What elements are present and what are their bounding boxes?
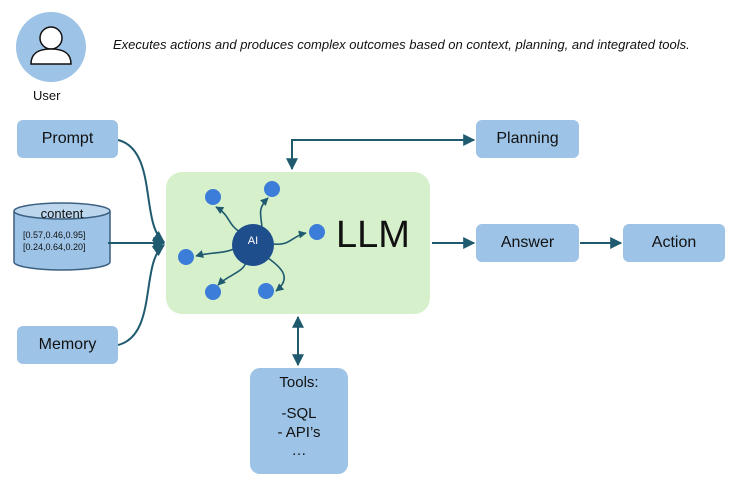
llm-planning-arrow: [286, 134, 476, 171]
ai-spoke: [259, 197, 269, 231]
diagram-caption: Executes actions and produces complex ou…: [113, 37, 690, 52]
ai-spoke: [267, 257, 285, 292]
ai-node: [264, 181, 280, 197]
ai-spoke: [217, 261, 247, 286]
ai-spoke: [273, 230, 307, 246]
answer-box: Answer: [476, 224, 579, 262]
user-icon: [16, 12, 86, 82]
prompt-to-llm-arrow: [117, 139, 165, 243]
tools-box: Tools: -SQL - API’s …: [250, 368, 348, 474]
content-title: content: [40, 206, 84, 221]
memory-to-llm-arrow: [117, 244, 165, 346]
tools-item-sql: -SQL: [281, 404, 317, 422]
ai-core: [232, 224, 274, 266]
tools-item-more: …: [291, 442, 307, 460]
ai-node: [205, 189, 221, 205]
planning-box: Planning: [476, 120, 579, 158]
ai-spoke: [195, 248, 235, 258]
user-label: User: [33, 88, 61, 103]
content-database-icon: [13, 202, 111, 271]
memory-label: Memory: [38, 336, 97, 353]
tools-item-apis: - API’s: [277, 423, 321, 441]
content-vector-1: [0.57,0.46,0.95]: [23, 230, 86, 240]
tools-title: Tools:: [279, 374, 319, 391]
planning-label: Planning: [496, 130, 559, 147]
ai-spoke: [215, 206, 241, 233]
ai-node: [309, 224, 325, 240]
llm-label: LLM: [336, 214, 410, 256]
answer-label: Answer: [500, 234, 555, 251]
content-vector-2: [0.24,0.64,0.20]: [23, 242, 86, 252]
prompt-box: Prompt: [17, 120, 118, 158]
ai-node: [178, 249, 194, 265]
ai-node: [205, 284, 221, 300]
ai-core-label: AI: [247, 235, 259, 247]
ai-node: [258, 283, 274, 299]
memory-box: Memory: [17, 326, 118, 364]
prompt-label: Prompt: [41, 130, 94, 147]
action-label: Action: [651, 234, 697, 251]
action-box: Action: [623, 224, 725, 262]
